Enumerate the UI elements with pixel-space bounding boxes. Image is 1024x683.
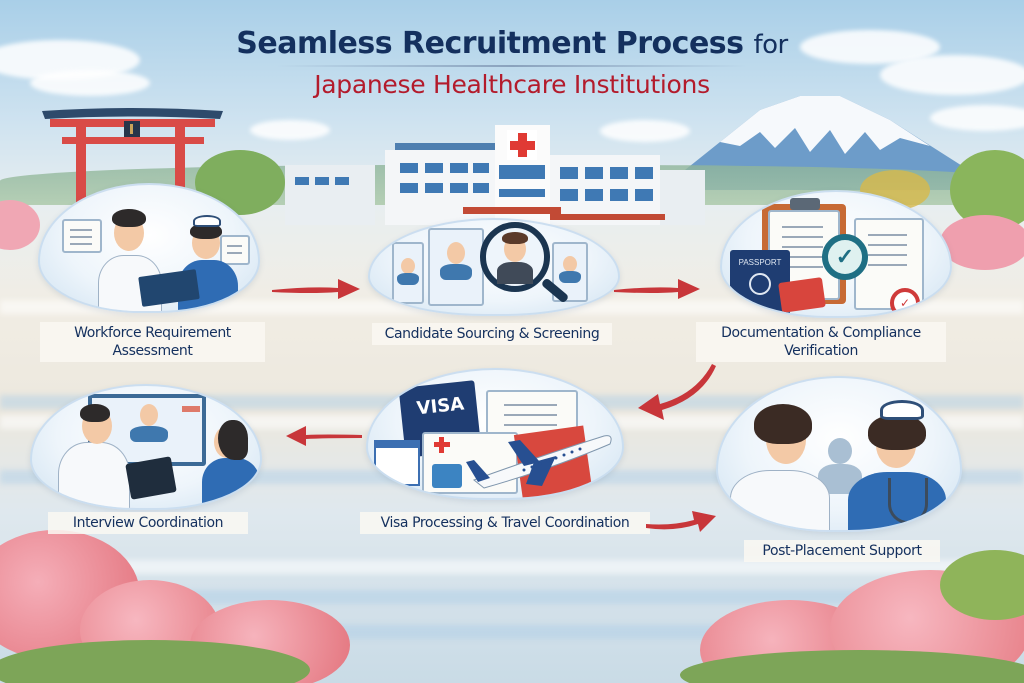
title-subtitle: Japanese Healthcare Institutions [314,70,710,99]
candidate-head [447,242,465,264]
silhouette [828,438,852,464]
interviewer-doctor-icon [58,442,130,508]
bush [0,640,310,683]
selected-candidate-hair [502,232,528,244]
cloud [930,105,1024,131]
arrow-right-icon [646,511,716,532]
interviewer-hair [80,404,110,422]
doctor-hair [112,209,146,227]
step-6-illustration [716,376,962,532]
page-title: Seamless Recruitment Process for Japanes… [0,26,1024,99]
candidate-head [401,258,415,274]
step-1-label-line-1: Workforce Requirement [74,325,231,341]
step-3-label-line-1: Documentation & Compliance [721,325,921,341]
cloud [250,120,330,140]
check-badge-icon: ✓ [822,234,868,280]
support-doctor-icon [730,470,830,530]
arrow-left-icon [286,426,362,446]
step-6-label-line-1: Post-Placement Support [762,543,922,559]
step-3-label: Documentation & Compliance Verification [696,322,946,362]
arrow-curved-down-left-icon [638,364,716,420]
cloud [30,70,150,96]
title-line-1: Seamless Recruitment Process for [0,26,1024,61]
globe-icon [749,273,771,295]
passport-text: PASSPORT [738,258,782,267]
step-3-label-line-2: Verification [784,343,858,359]
title-divider [277,65,747,67]
medical-card-icon [374,440,420,486]
support-nurse-hair [868,414,926,450]
candidate-body [397,273,419,285]
cherry-tree [940,215,1024,270]
torii-gate-icon [42,108,223,210]
step-1-label-line-2: Assessment [112,343,193,359]
arrow-right-icon [614,279,700,299]
step-1-illustration [38,183,260,313]
candidate-body [559,271,581,283]
coordinator-nurse-icon [202,458,260,508]
step-4-illustration [30,384,262,510]
nurse-cap [193,215,221,227]
document-icon [62,219,102,253]
step-6-label: Post-Placement Support [744,540,940,562]
step-5-label: Visa Processing & Travel Coordination [360,512,650,534]
step-2-label: Candidate Sourcing & Screening [372,323,612,345]
step-3-illustration: PASSPORT ✓ ✓ [720,190,952,318]
monitor-button [182,406,200,412]
nurse-hair [190,223,222,239]
photo-id-icon [778,277,826,313]
support-doctor-hair [754,404,812,444]
cherry-tree [0,200,40,250]
step-5-label-line-1: Visa Processing & Travel Coordination [380,515,630,531]
tablet-icon [125,456,177,500]
approval-stamp-icon: ✓ [890,288,920,316]
coordinator-hair [218,420,248,460]
cloud [880,55,1024,95]
step-2-illustration [368,218,620,316]
hospital-building-icon [285,125,705,225]
video-candidate-body [130,426,168,442]
video-candidate-head [140,404,158,426]
step-4-label: Interview Coordination [48,512,248,534]
stethoscope-icon [888,478,928,524]
step-5-illustration: VISA [366,368,624,500]
step-1-label: Workforce Requirement Assessment [40,322,265,362]
candidate-body [440,264,472,280]
step-2-label-line-1: Candidate Sourcing & Screening [384,326,600,342]
airplane-icon [466,435,612,489]
candidate-card-icon [392,242,424,304]
selected-candidate-suit [497,262,533,284]
title-suffix: for [753,30,788,60]
document-icon [220,235,250,265]
step-4-label-line-1: Interview Coordination [72,515,224,531]
cloud [600,120,690,142]
visa-text: VISA [415,393,466,420]
candidate-head [563,256,577,272]
clipboard-clip [790,198,820,210]
bush [940,550,1024,620]
arrow-right-icon [272,279,360,299]
nurse-cap [880,400,924,420]
passport-icon: PASSPORT [730,250,790,316]
title-main: Seamless Recruitment Process [236,26,744,61]
